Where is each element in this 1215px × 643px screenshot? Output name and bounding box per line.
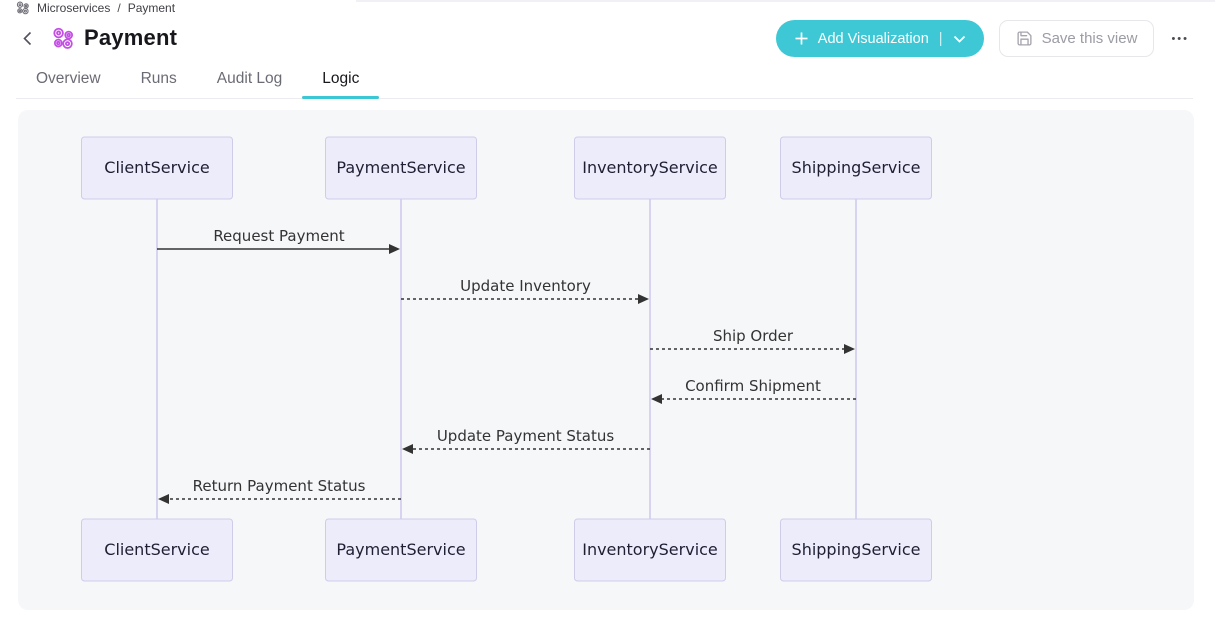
save-view-label: Save this view xyxy=(1041,30,1138,47)
message-label: Request Payment xyxy=(213,227,344,245)
participant-label: PaymentService xyxy=(336,158,465,177)
message-arrowhead xyxy=(158,494,169,504)
participant-box-top: InventoryService xyxy=(574,136,726,200)
message-label: Confirm Shipment xyxy=(685,377,821,395)
chevron-down-icon[interactable] xyxy=(953,35,966,43)
save-view-button[interactable]: Save this view xyxy=(998,20,1155,57)
participant-box-bottom: PaymentService xyxy=(325,518,477,582)
breadcrumb: Microservices / Payment xyxy=(16,1,175,15)
tab-logic[interactable]: Logic xyxy=(302,60,380,99)
participant-box-top: ShippingService xyxy=(780,136,932,200)
message-label: Update Inventory xyxy=(460,277,591,295)
message-label: Return Payment Status xyxy=(193,477,366,495)
message-arrowhead xyxy=(389,244,400,254)
tab-runs[interactable]: Runs xyxy=(140,70,177,87)
add-visualization-button[interactable]: Add Visualization | xyxy=(775,20,984,57)
participant-label: InventoryService xyxy=(582,158,718,177)
participant-label: ClientService xyxy=(104,158,209,177)
toolbar-actions: Add Visualization | Save this view ••• xyxy=(775,20,1191,57)
participant-box-bottom: InventoryService xyxy=(574,518,726,582)
tab-bar: Overview Runs Audit Log Logic xyxy=(16,60,1193,99)
message-arrowhead xyxy=(651,394,662,404)
breadcrumb-root[interactable]: Microservices xyxy=(37,1,111,15)
cluster-icon xyxy=(16,1,30,15)
participant-label: InventoryService xyxy=(582,540,718,559)
button-divider: | xyxy=(938,30,943,47)
participant-label: PaymentService xyxy=(336,540,465,559)
participant-label: ShippingService xyxy=(792,158,921,177)
participant-box-top: PaymentService xyxy=(325,136,477,200)
more-menu-button[interactable]: ••• xyxy=(1169,29,1191,49)
add-visualization-label: Add Visualization xyxy=(817,30,929,47)
participant-label: ClientService xyxy=(104,540,209,559)
chevron-left-icon xyxy=(22,31,31,45)
participant-box-top: ClientService xyxy=(81,136,233,200)
tab-audit-log[interactable]: Audit Log xyxy=(216,70,283,87)
save-icon xyxy=(1017,31,1032,46)
service-cluster-icon xyxy=(52,27,75,50)
message-label: Update Payment Status xyxy=(437,427,615,445)
tab-overview[interactable]: Overview xyxy=(36,70,101,87)
top-divider-line xyxy=(356,0,1215,2)
message-arrowhead xyxy=(638,294,649,304)
plus-icon xyxy=(795,32,808,45)
participant-box-bottom: ClientService xyxy=(81,518,233,582)
breadcrumb-current[interactable]: Payment xyxy=(127,1,176,15)
message-arrowhead xyxy=(844,344,855,354)
message-arrowhead xyxy=(402,444,413,454)
back-button[interactable] xyxy=(16,27,38,49)
page-title: Payment xyxy=(84,25,178,50)
breadcrumb-separator: / xyxy=(117,1,121,15)
title-row: Payment xyxy=(16,22,177,54)
message-label: Ship Order xyxy=(713,327,794,345)
participant-label: ShippingService xyxy=(792,540,921,559)
participant-box-bottom: ShippingService xyxy=(780,518,932,582)
